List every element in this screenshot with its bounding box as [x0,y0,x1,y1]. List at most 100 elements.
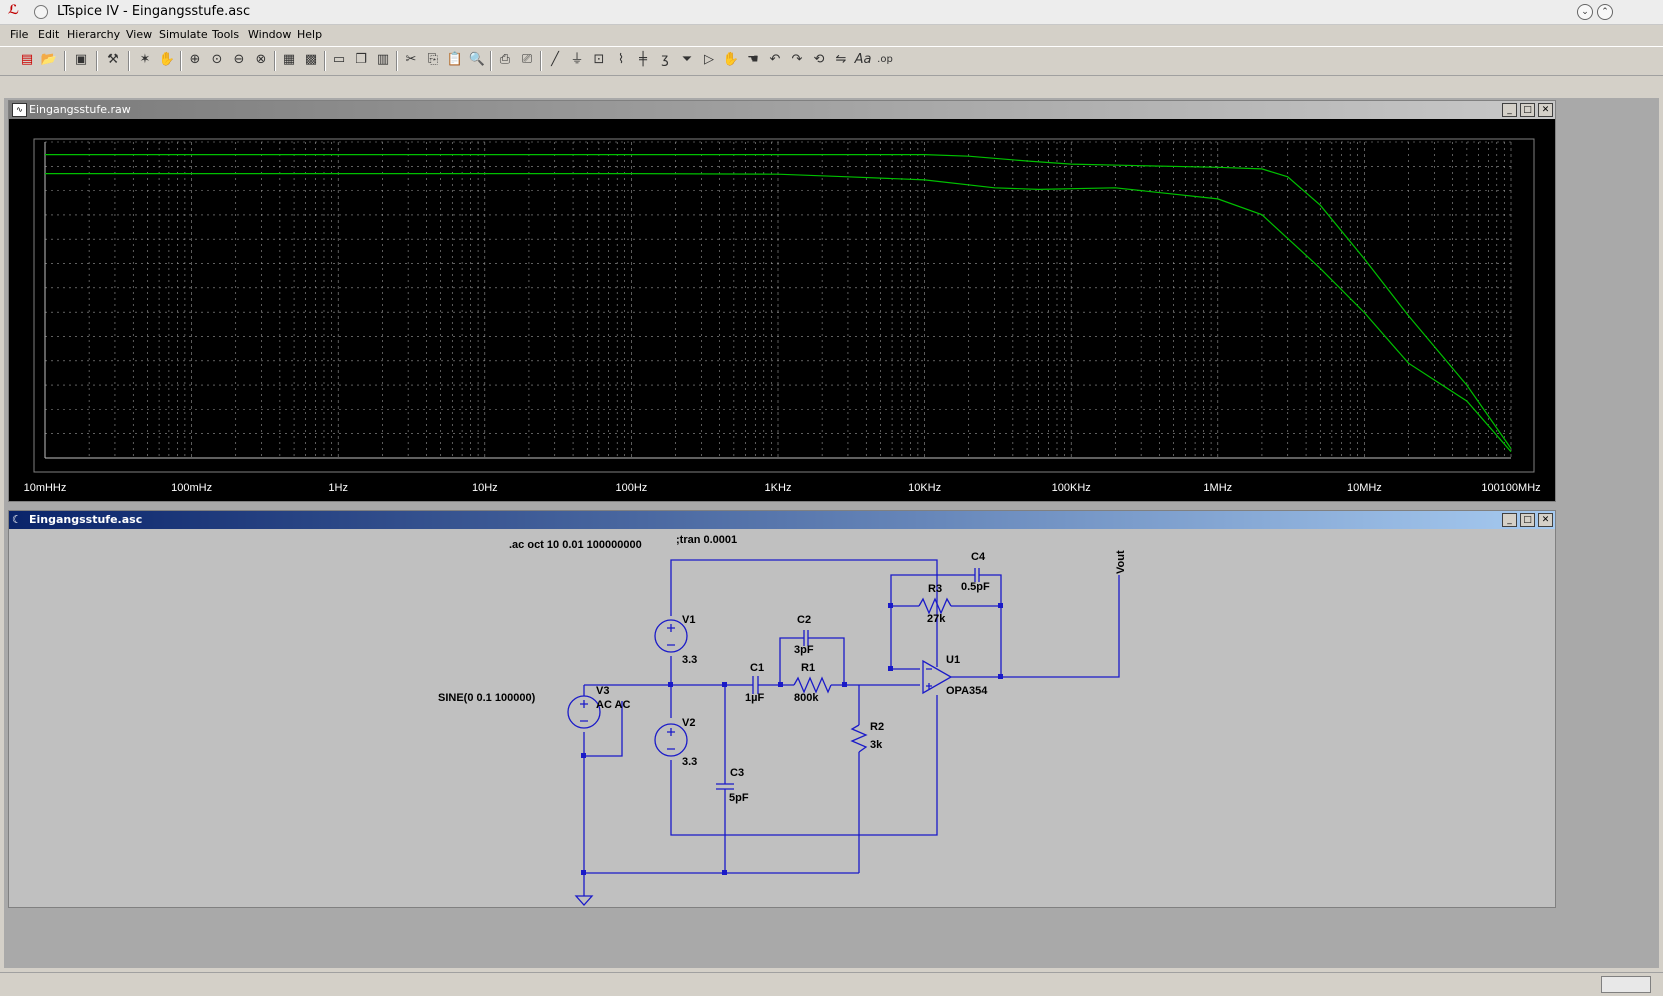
tile-vertical-icon[interactable]: ▥ [376,52,390,67]
status-bar [0,972,1663,996]
waveform-titlebar: ∿ Eingangsstufe.raw _ □ ✕ [9,101,1555,119]
waveform-minimize-button[interactable]: _ [1502,103,1517,117]
component-icon[interactable]: ▷ [704,52,714,67]
junction-dots [581,603,1003,875]
rotate-icon[interactable]: ⟲ [813,52,825,67]
u1-symbol [922,659,953,695]
schematic-titlebar: ☾ Eingangsstufe.asc _ □ ✕ [9,511,1555,529]
c2-symbol [802,630,810,646]
move-icon[interactable]: ✋ [722,52,740,67]
inductor-icon[interactable]: ʒ [661,52,669,67]
v2-value: 3.3 [682,756,697,768]
run-icon[interactable]: ✶ [139,52,151,67]
c3-value: 5pF [729,792,749,804]
diode-icon[interactable]: ⏷ [681,52,693,67]
minimize-icon[interactable]: ⌄ [1577,4,1593,20]
menu-tools[interactable]: Tools [212,28,240,41]
paste-icon[interactable]: 📋 [446,52,464,67]
menu-bar: File Edit Hierarchy View Simulate Tools … [0,25,1663,45]
pan-icon[interactable]: ✋ [158,52,176,67]
find-icon[interactable]: 🔍 [468,52,486,67]
print-icon[interactable]: ⎙ [499,52,511,67]
x-tick-label: 10MHz [1347,482,1382,494]
waveform-close-button[interactable]: ✕ [1538,103,1553,117]
x-tick-label: 1MHz [1203,482,1232,494]
schematic-close-button[interactable]: ✕ [1538,513,1553,527]
maximize-icon[interactable]: ⌃ [1597,4,1613,20]
drag-icon[interactable]: ☚ [747,52,759,67]
text-icon[interactable]: Aa [854,52,872,67]
cut-icon[interactable]: ✂ [405,52,417,67]
menu-hierarchy[interactable]: Hierarchy [67,28,121,41]
redo-icon[interactable]: ↷ [791,52,803,67]
cascade-icon[interactable]: ❐ [355,52,367,67]
menu-simulate[interactable]: Simulate [159,28,208,41]
x-tick-label: 10mHHz [24,482,67,494]
label-net-icon[interactable]: ⊡ [593,52,605,67]
schematic-canvas[interactable]: .ac oct 10 0.01 100000000 ;tran 0.0001 V… [9,530,1555,906]
save-icon[interactable]: ▣ [74,52,88,67]
schematic-maximize-button[interactable]: □ [1520,513,1535,527]
print-preview-icon[interactable]: ⎚ [521,52,533,67]
resistor-icon[interactable]: ⌇ [617,52,625,67]
mirror-icon[interactable]: ⇋ [835,52,847,67]
toolbar: ▤ 📂 ▣ ⚒ ✶ ✋ ⊕ ⊙ ⊖ ⊗ ▦ ▩ ▭ ❐ ▥ ✂ ⎘ 📋 🔍 ⎙ … [0,46,1663,76]
waveform-maximize-button[interactable]: □ [1520,103,1535,117]
menu-file[interactable]: File [10,28,29,41]
zoom-fit-icon[interactable]: ⊗ [255,52,267,67]
r2-value: 3k [870,739,883,751]
spice-directive-icon[interactable]: .op [877,54,893,65]
tile-horizontal-icon[interactable]: ▭ [332,52,346,67]
c2-value: 3pF [794,644,814,656]
undo-icon[interactable]: ↶ [769,52,781,67]
c3-symbol [716,780,734,793]
x-tick-label: 10Hz [472,482,498,494]
wire-icon[interactable]: ╱ [551,52,559,67]
component-symbols [567,568,981,906]
new-schematic-icon[interactable]: ▤ [20,52,34,67]
c1-symbol [746,676,764,694]
x-tick-label: 1Hz [328,482,348,494]
r1-symbol [793,676,832,694]
schematic-window: ☾ Eingangsstufe.asc _ □ ✕ [8,510,1556,908]
autorange-icon[interactable]: ▦ [282,52,296,67]
c4-value: 0.5pF [961,581,990,593]
menu-help[interactable]: Help [297,28,323,41]
r2-label: R2 [870,721,884,733]
v3-source: SINE(0 0.1 100000) [438,692,536,704]
trace-1 [45,154,1512,449]
app-titlebar: ℒ LTspice IV - Eingangsstufe.asc ⌄ ⌃ [0,0,1663,25]
v3-value: AC AC [596,699,630,711]
zoom-pan-icon[interactable]: ⊙ [211,52,223,67]
menu-window[interactable]: Window [248,28,292,41]
v2-symbol [654,723,688,757]
schematic-minimize-button[interactable]: _ [1502,513,1517,527]
ground-icon[interactable]: ⏚ [570,52,584,67]
r3-symbol [918,597,952,615]
ground-symbol [574,895,594,906]
c3-label: C3 [730,767,744,779]
tran-directive: ;tran 0.0001 [676,534,737,546]
v3-label: V3 [596,685,609,697]
menu-view[interactable]: View [126,28,153,41]
x-tick-label: 100mHz [171,482,212,494]
menu-edit[interactable]: Edit [38,28,60,41]
copy-icon[interactable]: ⎘ [427,52,439,67]
v1-label: V1 [682,614,695,626]
ltspice-icon: ℒ [8,3,20,18]
u1-value: OPA354 [946,685,988,697]
zoom-in-icon[interactable]: ⊕ [189,52,201,67]
r1-value: 800k [794,692,819,704]
control-panel-icon[interactable]: ⚒ [107,52,119,67]
capacitor-icon[interactable]: ╪ [639,52,647,67]
schematic-wires [583,559,1120,896]
r3-value: 27k [927,613,946,625]
c1-label: C1 [750,662,764,674]
mdi-workspace: ∿ Eingangsstufe.raw _ □ ✕ 10mHHz 100mHz 1H… [4,98,1659,968]
open-icon[interactable]: 📂 [40,52,58,67]
grid-icon[interactable]: ▩ [304,52,318,67]
zoom-out-icon[interactable]: ⊖ [233,52,245,67]
window-menu-icon[interactable] [34,5,48,19]
window-title: LTspice IV - Eingangsstufe.asc [57,4,251,19]
